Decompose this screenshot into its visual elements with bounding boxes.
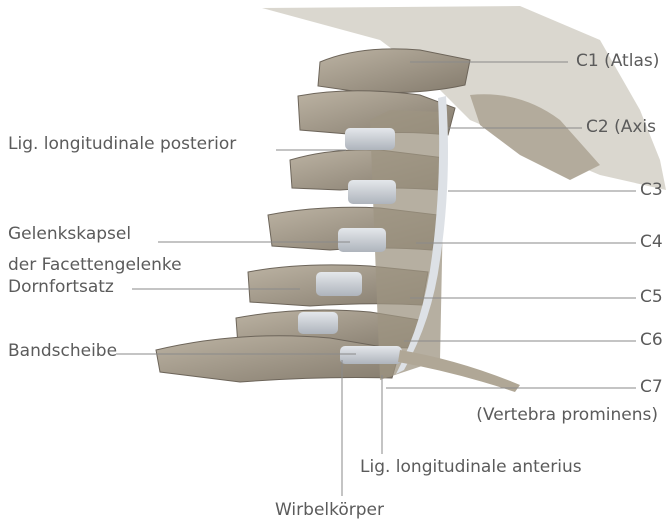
label-c7: C7	[640, 377, 663, 397]
label-wirbelkoerper: Wirbelkörper	[275, 500, 384, 520]
label-bandscheibe: Bandscheibe	[8, 341, 117, 361]
label-gelenkskapsel-line2: der Facettengelenke	[8, 255, 182, 275]
disc-2	[348, 180, 396, 204]
label-c6: C6	[640, 330, 663, 350]
label-c2: C2 (Axis	[586, 117, 656, 137]
vertebra-c1	[318, 49, 470, 93]
disc-6	[340, 346, 402, 364]
disc-3	[338, 228, 386, 252]
label-gelenkskapsel-line1: Gelenkskapsel	[8, 224, 131, 244]
disc-5	[298, 312, 338, 334]
label-lig-anterius: Lig. longitudinale anterius	[360, 457, 582, 477]
label-c4: C4	[640, 232, 663, 252]
label-c1: C1 (Atlas)	[576, 51, 659, 71]
disc-1	[345, 128, 395, 150]
label-c5: C5	[640, 287, 663, 307]
label-c3: C3	[640, 180, 663, 200]
label-c7-sub: (Vertebra prominens)	[476, 405, 658, 425]
label-dornfortsatz: Dornfortsatz	[8, 277, 114, 297]
clavicle	[398, 350, 520, 392]
disc-4	[316, 272, 362, 296]
label-lig-posterior: Lig. longitudinale posterior	[8, 134, 236, 154]
